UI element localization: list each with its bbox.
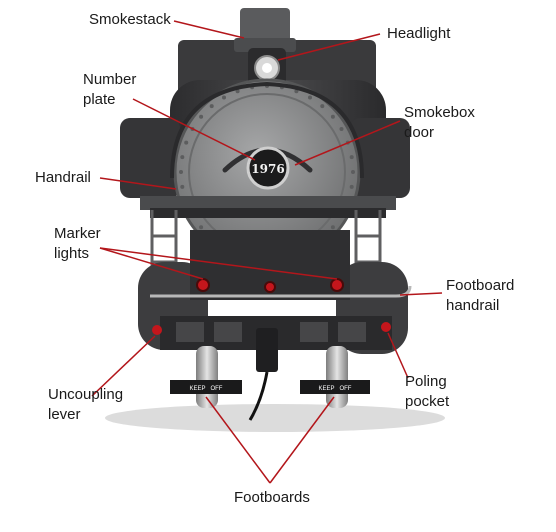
left-sand-dome — [120, 118, 180, 198]
smokestack-shape — [240, 8, 290, 42]
rivet — [349, 155, 354, 160]
label-number-plate: Number plate — [83, 71, 137, 108]
leader-number-plate — [132, 98, 256, 161]
leader-marker-lights-a — [99, 247, 204, 280]
right-sand-dome — [350, 118, 410, 198]
label-marker-lights: Marker lights — [54, 225, 101, 262]
coupler-hose — [248, 371, 269, 421]
pilot-beam-slots — [176, 322, 366, 342]
rivet — [199, 114, 204, 119]
leader-footboard-handrail — [399, 292, 443, 296]
rivet — [199, 225, 204, 230]
left-poling-pocket-light — [152, 325, 162, 335]
label-smokestack: Smokestack — [89, 11, 171, 28]
rivet — [180, 184, 185, 189]
footboard-handrail-end — [395, 285, 412, 298]
left-marker-light — [196, 278, 210, 292]
leader-marker-lights-b — [99, 247, 338, 280]
center-marker-light — [264, 281, 276, 293]
leader-handrail — [99, 177, 177, 190]
left-footboard — [170, 380, 242, 394]
rivet — [308, 95, 312, 100]
rivet — [209, 104, 214, 109]
rivet — [330, 225, 335, 230]
rivet — [349, 184, 354, 189]
leader-poling-pocket — [387, 332, 409, 379]
right-footboard-text: KEEP OFF — [319, 386, 352, 392]
coupler — [256, 328, 278, 372]
label-poling-pocket: Poling pocket — [405, 373, 450, 410]
rivet — [235, 89, 240, 94]
number-plate-text: 1976 — [251, 162, 284, 176]
right-poling-pocket-light — [381, 322, 391, 332]
leader-lines — [91, 20, 443, 484]
rivet — [294, 89, 299, 94]
leader-smokestack — [173, 20, 245, 39]
rivet — [180, 155, 185, 160]
right-footboard — [300, 380, 370, 394]
rivet — [330, 114, 335, 119]
label-handrail: Handrail — [35, 169, 91, 186]
label-uncoupling-lever: Uncoupling lever — [48, 386, 124, 423]
number-plate-disc — [246, 146, 290, 190]
rivet — [179, 170, 183, 174]
right-marker-light — [330, 278, 344, 292]
ground-shadow — [105, 404, 445, 432]
leader-footboards-b — [269, 396, 335, 484]
pilot-deck — [140, 196, 396, 210]
label-footboard-handrail: Footboard handrail — [446, 277, 515, 314]
pilot-beam-upper — [150, 208, 386, 218]
right-wheel — [326, 346, 348, 408]
headlight-bulb — [262, 63, 272, 73]
leader-headlight — [277, 33, 381, 61]
door-handrail — [170, 81, 364, 179]
left-footboard-text: KEEP OFF — [190, 386, 223, 392]
rivet — [222, 95, 226, 100]
label-footboards: Footboards — [234, 489, 310, 506]
leader-smokebox-door — [294, 120, 401, 166]
rivet — [351, 170, 355, 174]
label-smokebox-door: Smokebox door — [404, 104, 475, 141]
leader-footboards-a — [205, 396, 271, 484]
leader-uncoupling-lever — [91, 335, 156, 397]
rivet — [339, 127, 344, 131]
rivet — [184, 140, 189, 145]
label-headlight: Headlight — [387, 25, 451, 42]
rivet — [320, 104, 325, 109]
